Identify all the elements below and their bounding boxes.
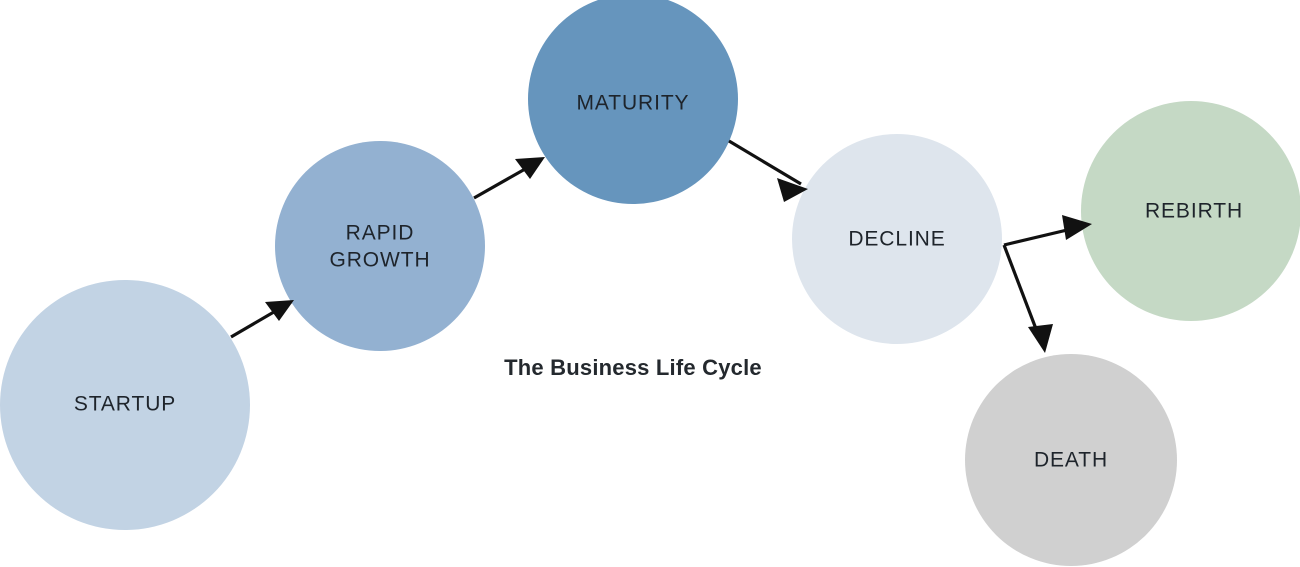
node-rapid-growth-circle[interactable] <box>275 141 485 351</box>
node-rapid-growth[interactable]: RAPID GROWTH <box>275 141 485 351</box>
edge-startup-to-rapid-growth <box>230 300 294 339</box>
node-startup[interactable]: STARTUP <box>0 280 250 530</box>
node-decline-circle[interactable] <box>792 134 1002 344</box>
node-rebirth[interactable]: REBIRTH <box>1081 101 1300 321</box>
node-death-circle[interactable] <box>965 354 1177 566</box>
node-death[interactable]: DEATH <box>965 354 1177 566</box>
node-startup-circle[interactable] <box>0 280 250 530</box>
edge-maturity-to-decline-line <box>728 139 802 186</box>
node-rapid-growth-label-line2: GROWTH <box>329 249 430 272</box>
node-rebirth-label: REBIRTH <box>1145 200 1243 223</box>
edge-decline-to-death <box>1002 244 1053 353</box>
node-startup-label: STARTUP <box>74 393 176 416</box>
edge-decline-to-rebirth <box>1003 215 1092 247</box>
edge-rapid-growth-to-maturity <box>473 157 545 200</box>
node-decline[interactable]: DECLINE <box>792 134 1002 344</box>
node-maturity-circle[interactable] <box>528 0 738 204</box>
node-rebirth-circle[interactable] <box>1081 101 1300 321</box>
node-maturity[interactable]: MATURITY <box>528 0 738 204</box>
edge-decline-to-death-arrowhead-icon <box>1028 324 1053 353</box>
node-maturity-label: MATURITY <box>577 92 690 115</box>
edge-maturity-to-decline-arrowhead-icon <box>777 178 808 202</box>
edge-startup-to-rapid-growth-arrowhead-icon <box>265 300 294 321</box>
edge-rapid-growth-to-maturity-arrowhead-icon <box>515 157 545 179</box>
node-rapid-growth-label-line1: RAPID <box>346 222 415 245</box>
node-death-label: DEATH <box>1034 449 1108 472</box>
edge-maturity-to-decline <box>728 139 808 202</box>
edge-decline-to-rebirth-arrowhead-icon <box>1062 215 1092 240</box>
diagram-title: The Business Life Cycle <box>504 355 762 380</box>
node-decline-label: DECLINE <box>848 228 945 251</box>
edge-decline-to-death-line <box>1002 244 1043 343</box>
